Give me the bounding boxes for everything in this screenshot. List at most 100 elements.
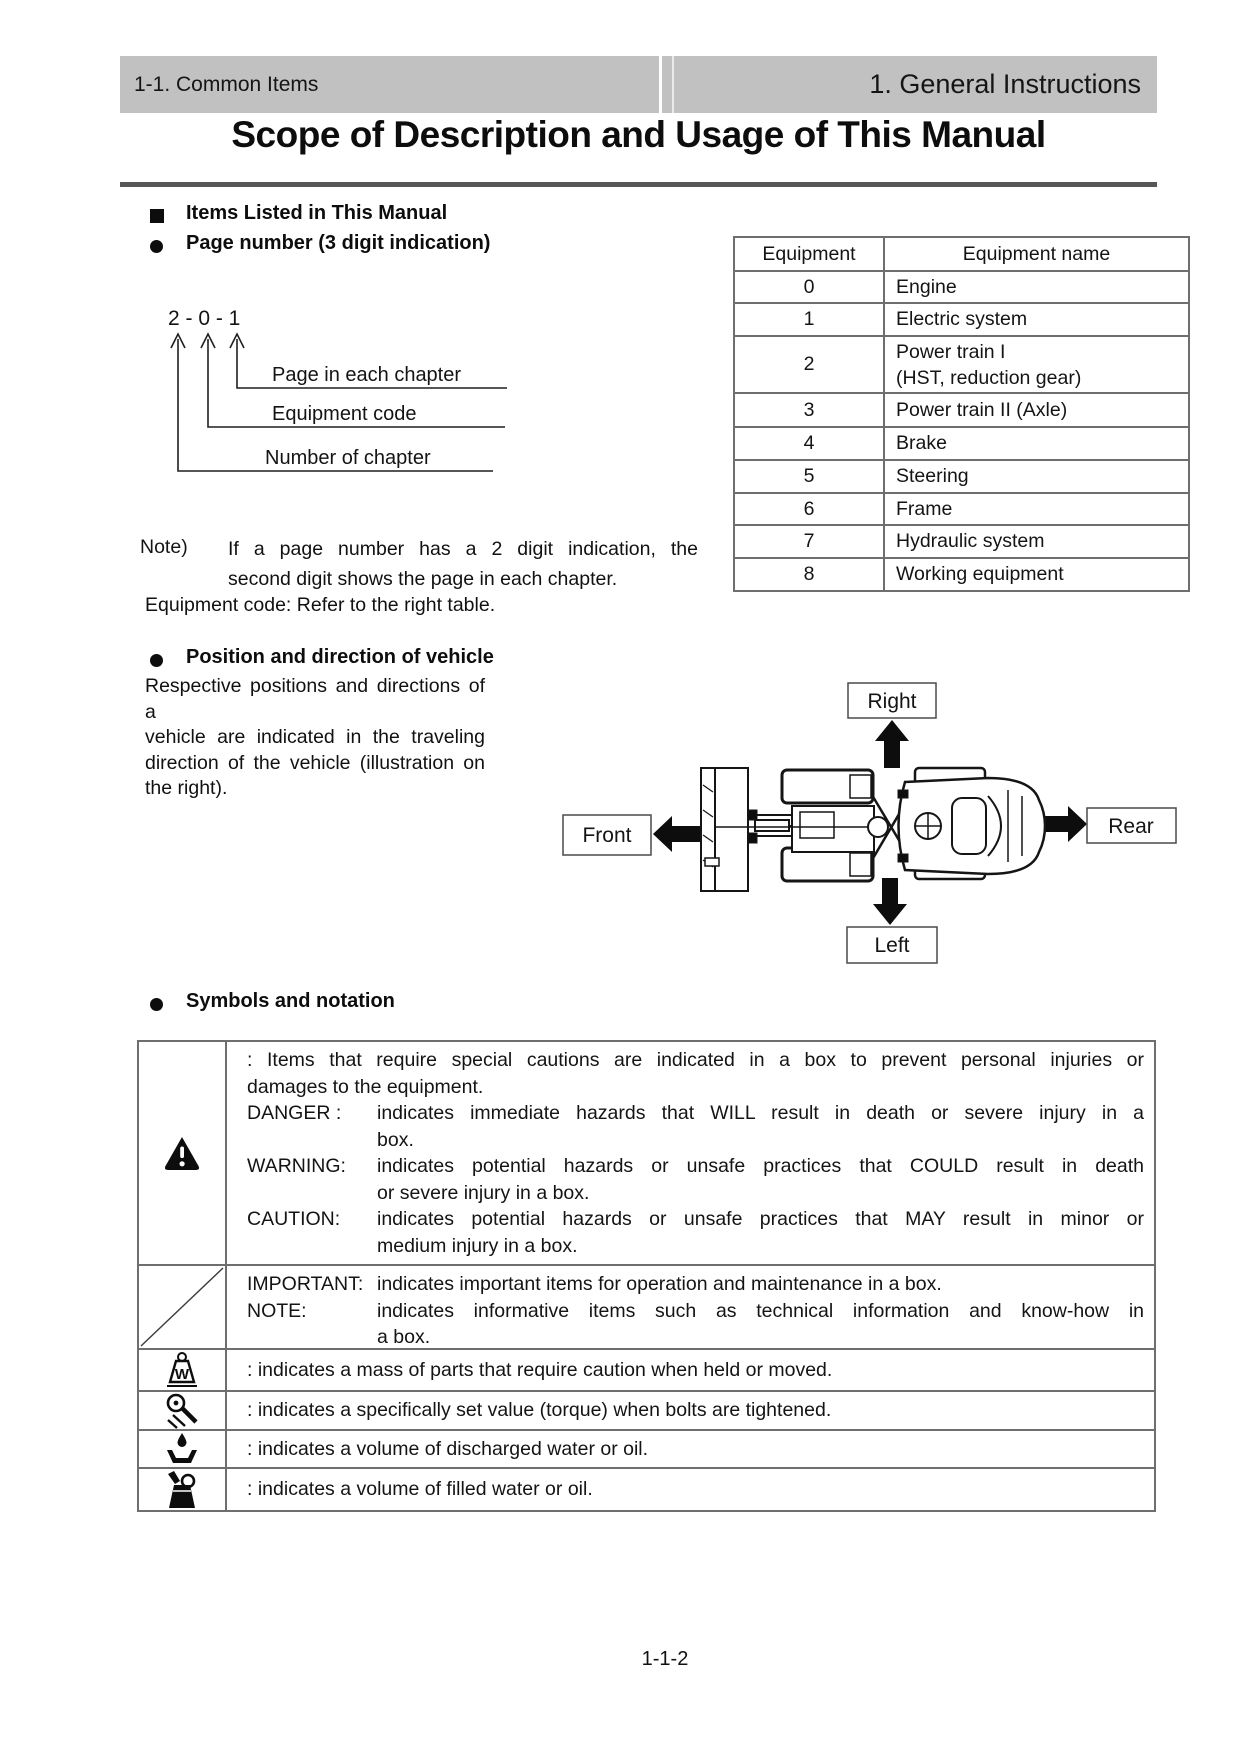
table-row: W : indicates a mass of parts that requi… [139, 1348, 1154, 1390]
right-arrow-icon [1038, 806, 1087, 842]
warning-entry: WARNING: indicates potential hazards or … [247, 1153, 1144, 1206]
table-row: IMPORTANT: indicates important items for… [139, 1264, 1154, 1348]
position-line: vehicle are indicated in the traveling [145, 726, 485, 748]
equipment-code: 3 [733, 392, 885, 428]
equipment-name: Engine [883, 270, 1190, 304]
equipment-table: Equipment Equipment name 0 Engine 1 Elec… [733, 236, 1190, 592]
danger-text-line: box. [377, 1128, 414, 1151]
note-label: Note) [140, 536, 188, 558]
warning-text-line: indicates potential hazards or unsafe pr… [377, 1155, 1144, 1177]
page-number-diagram: 2 - 0 - 1 Page in each chapter Equipment… [168, 307, 507, 472]
position-line: the right). [145, 777, 228, 799]
note-entry: NOTE: indicates informative items such a… [247, 1298, 1144, 1351]
note-text-line: indicates informative items such as tech… [377, 1299, 1144, 1322]
important-label: IMPORTANT: [247, 1273, 364, 1295]
right-label-box [847, 682, 937, 719]
table-row: 0 Engine [733, 270, 1190, 304]
table-row: 3 Power train II (Axle) [733, 392, 1190, 428]
equipment-code: 4 [733, 426, 885, 461]
page-number: 1-1-2 [641, 1648, 689, 1670]
warning-triangle-icon [139, 1042, 227, 1264]
equipment-code: 0 [733, 270, 885, 304]
note-text-line: a box. [377, 1326, 431, 1348]
table-row: 2 Power train I (HST, reduction gear) [733, 335, 1190, 394]
equipment-code: 2 [733, 335, 885, 394]
danger-entry: DANGER : indicates immediate hazards tha… [247, 1100, 1144, 1153]
table-row: 1 Electric system [733, 302, 1190, 337]
blade [714, 767, 749, 892]
up-arrow-icon [875, 720, 909, 768]
table-row: 5 Steering [733, 459, 1190, 494]
left-label-box [846, 926, 938, 964]
table-row: : indicates a volume of filled water or … [139, 1467, 1154, 1510]
fill-text: : indicates a volume of filled water or … [247, 1478, 593, 1501]
page-title: Scope of Description and Usage of This M… [231, 114, 1046, 155]
equipment-code: 8 [733, 557, 885, 592]
equipment-name-col-header: Equipment name [883, 236, 1190, 272]
circle-bullet-icon [150, 654, 163, 667]
vehicle-direction-diagram: Right Front Rear Left [562, 682, 1177, 964]
table-row: : indicates a specifically set value (to… [139, 1390, 1154, 1429]
circle-bullet-icon [150, 998, 163, 1011]
header-chapter-label: 1. General Instructions [869, 69, 1141, 99]
equipment-code: 6 [733, 492, 885, 526]
position-line: direction of the vehicle (illustration o… [145, 751, 485, 774]
danger-label: DANGER : [247, 1102, 342, 1124]
warning-label: WARNING: [247, 1155, 346, 1177]
torque-text: : indicates a specifically set value (to… [247, 1399, 832, 1422]
equipment-code-refer: Equipment code: Refer to the right table… [145, 594, 496, 616]
discharge-symbol-icon [139, 1431, 227, 1467]
symbol-description: : indicates a mass of parts that require… [227, 1350, 1154, 1390]
position-paragraph: Respective positions and directions of a… [145, 674, 485, 802]
equipment-name: Frame [883, 492, 1190, 526]
important-text-line: indicates important items for operation … [377, 1273, 942, 1295]
symbol-description: : indicates a volume of discharged water… [227, 1431, 1154, 1467]
equipment-code: 7 [733, 524, 885, 559]
discharge-text: : indicates a volume of discharged water… [247, 1437, 649, 1460]
note-line: second digit shows the page in each chap… [228, 568, 618, 590]
equipment-code: 5 [733, 459, 885, 494]
table-row: : indicates a volume of discharged water… [139, 1429, 1154, 1467]
equipment-name: Working equipment [883, 557, 1190, 592]
diagram-label-page: Page in each chapter [272, 364, 461, 386]
header-divider-thin [672, 56, 674, 113]
table-row: 4 Brake [733, 426, 1190, 461]
equipment-name-line: (HST, reduction gear) [896, 366, 1082, 389]
header-section-label: 1-1. Common Items [134, 73, 319, 96]
note-text: If a page number has a 2 digit indicatio… [228, 534, 698, 594]
equipment-col-header: Equipment [733, 236, 885, 272]
symbol-description: : indicates a volume of filled water or … [227, 1469, 1154, 1510]
svg-text:W: W [175, 1366, 190, 1383]
mass-symbol-icon: W [139, 1350, 227, 1390]
equipment-code: 1 [733, 302, 885, 337]
down-arrow-icon [873, 878, 907, 925]
table-row: 6 Frame [733, 492, 1190, 526]
note-entry-label: NOTE: [247, 1299, 307, 1322]
circle-bullet-icon [150, 240, 163, 253]
rear-label: Rear [1108, 815, 1154, 838]
symbols-heading: Symbols and notation [186, 990, 395, 1012]
mass-text: : indicates a mass of parts that require… [247, 1358, 833, 1381]
left-label: Left [874, 934, 909, 957]
vehicle-top-view [700, 766, 1047, 892]
direction-arrows [653, 720, 1087, 925]
seat-back [987, 795, 1002, 857]
caution-entry: CAUTION: indicates potential hazards or … [247, 1206, 1144, 1259]
equipment-name: Brake [883, 426, 1190, 461]
torque-symbol-icon [139, 1392, 227, 1429]
diagonal-slash-icon [139, 1266, 227, 1348]
note-line: If a page number has a 2 digit indicatio… [228, 538, 698, 560]
caution-label: CAUTION: [247, 1208, 341, 1230]
caution-text-line: indicates potential hazards or unsafe pr… [377, 1208, 1144, 1230]
table-row: 8 Working equipment [733, 557, 1190, 592]
seat [951, 797, 987, 855]
fill-symbol-icon [139, 1469, 227, 1510]
page-number-heading: Page number (3 digit indication) [186, 232, 491, 254]
right-label: Right [867, 690, 916, 713]
rear-label-box [1086, 807, 1177, 844]
page-number-code: 2 - 0 - 1 [168, 307, 240, 330]
header-divider [659, 56, 662, 113]
symbols-table: : Items that require special cautions ar… [137, 1040, 1156, 1512]
equipment-name: Steering [883, 459, 1190, 494]
